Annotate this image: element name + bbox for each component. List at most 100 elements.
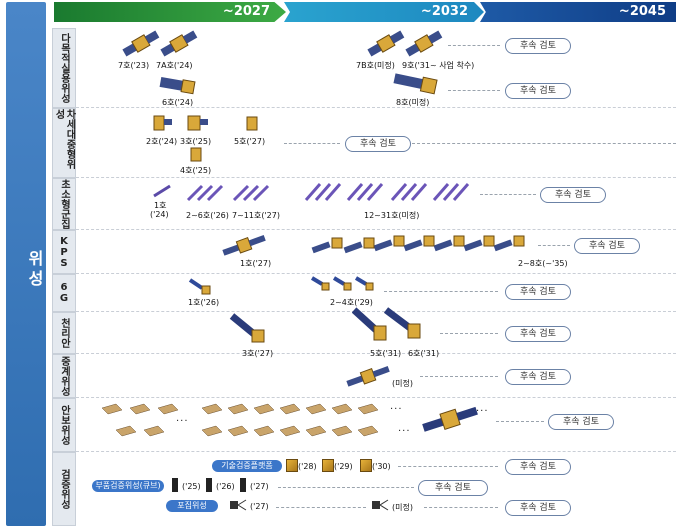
category-micro: 초소형군집 (52, 178, 76, 230)
dashed-connector (398, 466, 498, 467)
ellipsis: ··· (398, 426, 411, 437)
label-capture-undecided: (미정) (392, 503, 413, 512)
satellite-multipurpose-7-icon (122, 30, 198, 57)
label-nextgen-5: 5호('27) (234, 137, 266, 146)
dashed-connector (284, 143, 340, 144)
satellite-nextgen-4-icon (190, 147, 202, 162)
label-micro-1-year: ('24) (150, 210, 169, 219)
row-divider (76, 273, 676, 274)
capture-satellite-icon (230, 499, 247, 511)
category-kps-label: KPS (58, 235, 70, 269)
category-security-label: 안보위성 (58, 405, 70, 445)
label-nextgen-4: 4호('25) (180, 166, 212, 175)
category-multipurpose: 다목적실용위성 (52, 28, 76, 108)
dashed-connector (496, 421, 544, 422)
follow-up-pill: 후속 검토 (505, 500, 571, 516)
category-next-gen-label: 차세대중형위성 (53, 109, 75, 169)
dashed-connector (424, 507, 498, 508)
label-cube-25: ('25) (182, 482, 201, 491)
label-platform-29: ('29) (334, 462, 353, 471)
label-multi-7a: 7A호('24) (156, 61, 193, 70)
category-micro-label: 초소형군집 (58, 179, 70, 229)
row-divider (76, 177, 676, 178)
satellite-security-large-icon (422, 406, 478, 432)
cubesat-icon (206, 478, 212, 492)
side-title: 위성 (25, 250, 44, 290)
satellite-relay-icon (346, 365, 390, 387)
capture-satellite-label: 포집위성 (166, 500, 218, 512)
row-divider (76, 311, 676, 312)
label-platform-28: ('28) (298, 462, 317, 471)
label-kps-1: 1호('27) (240, 259, 272, 268)
follow-up-pill: 후속 검토 (505, 38, 571, 54)
cubesat-icon (172, 478, 178, 492)
dashed-connector (440, 333, 498, 334)
label-relay: (미정) (392, 379, 413, 388)
satellite-multipurpose-7b-icon (367, 30, 443, 57)
timeline-2032-label: ~2032 (420, 4, 468, 19)
label-cube-26: ('26) (216, 482, 235, 491)
label-nextgen-3: 3호('25) (180, 137, 212, 146)
label-6g-2-4: 2~4호('29) (330, 298, 373, 307)
timeline-2027: ~2027 (54, 2, 286, 22)
label-micro-12-31: 12~31호(미정) (364, 211, 420, 220)
row-divider (76, 451, 676, 452)
category-relay: 중계위성 (52, 354, 76, 398)
label-cheollian-5: 5호('31) (370, 349, 402, 358)
label-capture-27: ('27) (250, 502, 269, 511)
row-divider (76, 107, 676, 108)
category-relay-label: 중계위성 (58, 356, 70, 396)
label-nextgen-2: 2호('24) (146, 137, 178, 146)
follow-up-pill: 후속 검토 (505, 369, 571, 385)
satellite-kps-group-icon (311, 235, 525, 254)
dashed-connector (384, 291, 498, 292)
follow-up-pill: 후속 검토 (505, 284, 571, 300)
label-micro-7-11: 7~11호('27) (232, 211, 280, 220)
category-verification-label: 검증위성 (58, 469, 70, 509)
timeline-2045-label: ~2045 (618, 4, 666, 19)
dashed-connector (420, 376, 498, 377)
label-multi-9: 9호('31~ 사업 착수) (402, 61, 475, 70)
satellite-micro-group-icon (186, 184, 224, 202)
follow-up-pill: 후속 검토 (574, 238, 640, 254)
category-6g: 6G (52, 274, 76, 312)
timeline-2027-label: ~2027 (222, 4, 270, 19)
label-micro-2-6: 2~6호('26) (186, 211, 229, 220)
category-security: 안보위성 (52, 398, 76, 452)
satellite-multipurpose-6-icon (159, 76, 196, 95)
category-next-gen: 차세대중형위성 (52, 108, 76, 178)
satellite-nextgen-icon (153, 115, 208, 131)
capture-satellite-icon (372, 499, 389, 511)
satellite-multipurpose-8-icon (393, 73, 438, 95)
label-multi-7b: 7B호(미정) (356, 61, 395, 70)
label-cheollian-6: 6호('31) (408, 349, 440, 358)
label-kps-2-8: 2~8호(~'35) (518, 259, 568, 268)
category-cheollian: 천리안 (52, 312, 76, 354)
cubesat-icon (360, 459, 372, 472)
satellite-kps-1-icon (222, 234, 266, 256)
follow-up-pill: 후속 검토 (505, 83, 571, 99)
category-6g-label: 6G (58, 282, 70, 304)
category-multipurpose-label: 다목적실용위성 (58, 33, 70, 103)
follow-up-pill: 후속 검토 (540, 187, 606, 203)
row-divider (76, 229, 676, 230)
ellipsis: ··· (176, 416, 189, 427)
category-cheollian-label: 천리안 (58, 318, 70, 348)
dashed-connector (480, 194, 536, 195)
dashed-connector (448, 90, 500, 91)
label-multi-6: 6호('24) (162, 98, 194, 107)
satellite-6g-group-icon (310, 276, 374, 291)
satellite-micro-1-icon (153, 184, 171, 198)
follow-up-pill: 후속 검토 (505, 459, 571, 475)
category-kps: KPS (52, 230, 76, 274)
follow-up-pill: 후속 검토 (548, 414, 614, 430)
dashed-connector (276, 507, 366, 508)
tech-verification-platform-label: 기술검증플랫폼 (212, 460, 282, 472)
cubesat-icon (286, 459, 298, 472)
satellite-cheollian-3-icon (229, 313, 265, 343)
label-micro-1: 1호 (154, 201, 167, 210)
follow-up-pill: 후속 검토 (418, 480, 488, 496)
dashed-connector (412, 143, 676, 144)
label-6g-1: 1호('26) (188, 298, 220, 307)
timeline-2032: ~2032 (284, 2, 484, 22)
